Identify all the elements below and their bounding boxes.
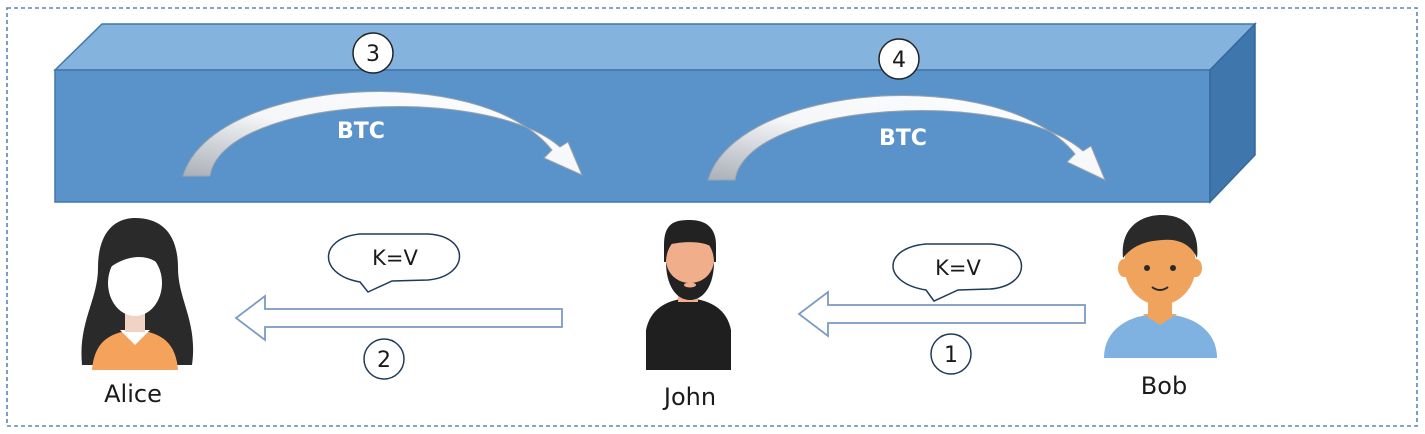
blockchain-bar-top — [53, 23, 1257, 71]
svg-text:K=V: K=V — [372, 246, 418, 270]
john-label: John — [662, 383, 716, 411]
bob-avatar-icon — [1104, 215, 1217, 358]
kv-bubble-2: K=V — [327, 233, 461, 293]
kv-bubble-1: K=V — [892, 243, 1023, 302]
alice-label: Alice — [104, 380, 162, 408]
blockchain-bar-front — [54, 69, 1211, 203]
step-4-badge: 4 — [878, 38, 920, 80]
step-3-badge: 3 — [352, 32, 394, 74]
btc-transfer-arrow-2 — [707, 95, 1106, 182]
message-arrow-bob-to-john — [797, 290, 1086, 338]
btc-label-2: BTC — [879, 126, 927, 151]
step-2-badge: 2 — [363, 338, 405, 380]
blockchain-bar — [53, 22, 1257, 204]
svg-text:2: 2 — [377, 348, 391, 373]
step-1-badge: 1 — [930, 333, 972, 375]
svg-text:1: 1 — [944, 343, 958, 368]
svg-text:4: 4 — [892, 48, 906, 73]
diagram-frame — [6, 7, 1418, 427]
blockchain-bar-side — [1209, 22, 1256, 204]
bob-label: Bob — [1141, 372, 1187, 400]
john-avatar-icon — [646, 220, 731, 370]
message-arrow-john-to-alice — [234, 294, 563, 342]
btc-transfer-arrow-1 — [182, 91, 583, 177]
svg-text:3: 3 — [366, 42, 380, 67]
svg-text:K=V: K=V — [935, 256, 981, 280]
btc-label-1: BTC — [337, 119, 385, 144]
alice-avatar-icon — [81, 218, 194, 370]
